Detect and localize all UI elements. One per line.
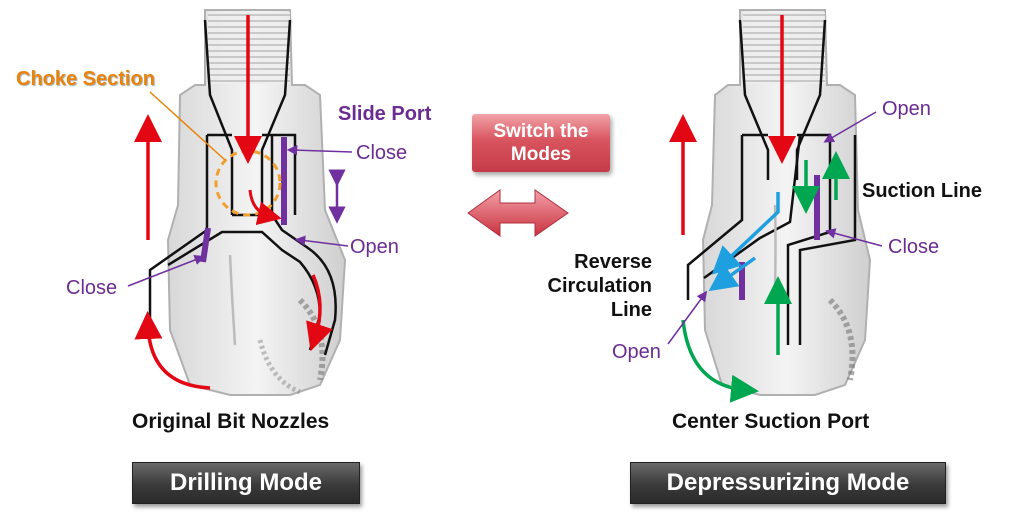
switch-modes-box: Switch the Modes xyxy=(472,114,610,172)
right-caption: Center Suction Port xyxy=(672,410,870,433)
switch-line-1: Switch the xyxy=(493,121,589,142)
left-flow-arrow-return xyxy=(134,311,211,390)
left-caption: Original Bit Nozzles xyxy=(132,410,330,433)
left-bit-body xyxy=(166,9,347,396)
close-right-leader xyxy=(824,228,883,247)
switch-line-2: Modes xyxy=(510,144,572,165)
reverse-circulation-label: Reverse Circulation Line xyxy=(546,250,652,322)
open-upper-leader xyxy=(823,111,877,143)
close-lower-leader xyxy=(127,255,205,287)
left-open-label: Open xyxy=(350,236,399,258)
reverse-arrow-upper xyxy=(711,192,780,275)
reverse-arrow-lower xyxy=(708,256,757,292)
suction-line-label: Suction Line xyxy=(862,180,982,202)
open-lower-leader xyxy=(667,290,708,345)
open-leader xyxy=(294,235,349,247)
choke-section-label: Choke Section xyxy=(16,68,155,90)
right-close-label: Close xyxy=(888,236,940,258)
left-flow-arrow-side xyxy=(306,274,333,352)
left-close-upper-label: Close xyxy=(356,142,408,164)
drilling-mode-button[interactable]: Drilling Mode xyxy=(132,462,360,504)
right-bit-body xyxy=(701,9,872,396)
left-flow-arrow-turn xyxy=(248,189,282,226)
right-open-lower-label: Open xyxy=(612,341,661,363)
reverse-line-1: Reverse xyxy=(574,251,652,273)
left-close-lower-label: Close xyxy=(66,277,118,299)
right-open-upper-label: Open xyxy=(882,98,931,120)
open-flow-arrow xyxy=(681,319,759,403)
depressurizing-mode-button[interactable]: Depressurizing Mode xyxy=(630,462,946,504)
reverse-line-2: Circulation xyxy=(547,275,652,297)
switch-double-arrow xyxy=(467,189,569,237)
choke-leader xyxy=(149,91,226,161)
slide-port-label: Slide Port xyxy=(338,103,432,125)
reverse-line-3: Line xyxy=(610,299,652,321)
close-upper-leader xyxy=(286,144,353,156)
